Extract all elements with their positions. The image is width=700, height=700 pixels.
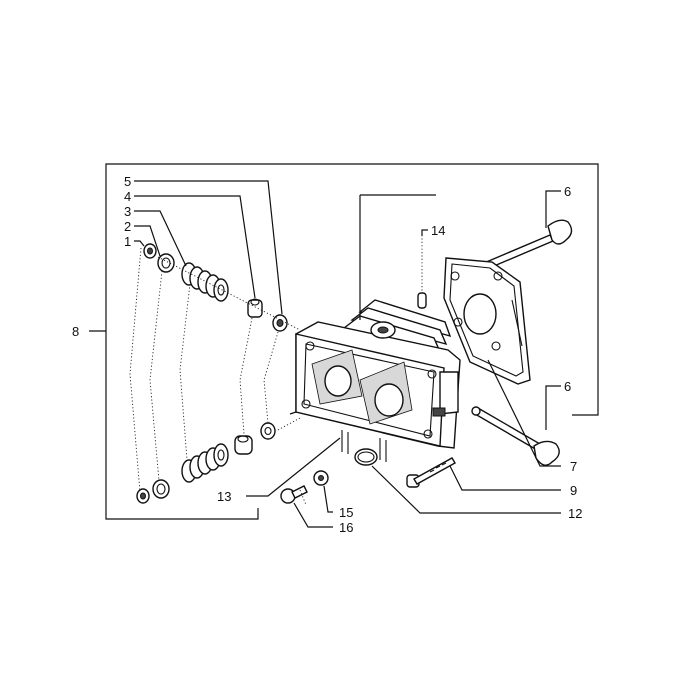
valve-upper <box>481 219 573 271</box>
head-gasket <box>443 257 531 385</box>
dowel-pin <box>417 235 427 309</box>
callout-7: 7 <box>570 459 578 474</box>
screw <box>280 485 308 506</box>
callout-14: 14 <box>431 223 446 238</box>
spring-retainer-top <box>157 253 175 273</box>
callout-16: 16 <box>339 520 354 535</box>
spring-seat-washer-bottom <box>260 422 276 440</box>
valve-spring-bottom <box>181 443 229 483</box>
o-ring <box>354 448 378 466</box>
callout-12: 12 <box>568 506 583 521</box>
leader-lines <box>129 180 561 528</box>
callout-4: 4 <box>124 189 132 204</box>
callout-5: 5 <box>124 174 132 189</box>
callout-13: 13 <box>217 489 232 504</box>
valve-stem-seal-top <box>247 298 263 318</box>
cylinder-head <box>295 299 461 462</box>
spring-retainer-bottom <box>152 479 170 499</box>
valve-cotter-bottom <box>136 488 150 504</box>
callout-9: 9 <box>570 483 578 498</box>
callout-1: 1 <box>124 234 132 249</box>
spring-seat-washer-top <box>272 314 288 332</box>
head-bolt <box>406 457 456 488</box>
valve-lower <box>471 406 560 466</box>
callout-8: 8 <box>72 324 80 339</box>
valve-spring-top <box>181 262 229 302</box>
valve-stem-seal-bottom <box>234 435 253 455</box>
group-bracket-8 <box>89 163 599 520</box>
callout-15: 15 <box>339 505 354 520</box>
callout-2: 2 <box>124 219 132 234</box>
callout-6-bottom: 6 <box>564 379 572 394</box>
callout-6-top: 6 <box>564 184 572 199</box>
callout-3: 3 <box>124 204 132 219</box>
alignment-lines <box>157 256 301 431</box>
nut <box>313 470 329 486</box>
valve-cotter-top <box>143 243 157 259</box>
